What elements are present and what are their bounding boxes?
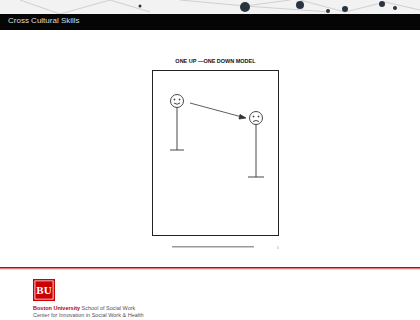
figure-base [170, 150, 184, 151]
slide-title: Cross Cultural Skills [8, 17, 80, 26]
university-name: Boston University [33, 305, 80, 311]
footer-rule-shadow [0, 269, 420, 271]
stick-figure-down [248, 112, 264, 178]
network-dot [240, 2, 250, 12]
network-line [345, 2, 385, 12]
network-line [300, 0, 345, 12]
network-line [180, 0, 245, 6]
network-dot [379, 1, 385, 7]
network-line [385, 2, 420, 10]
figure-eye [179, 99, 180, 100]
footer-rule [0, 267, 420, 269]
network-dot [326, 9, 330, 13]
network-line [20, 0, 60, 14]
network-line [60, 0, 110, 14]
figure-base [248, 177, 264, 178]
figure-frown [253, 121, 259, 122]
network-dot [393, 6, 397, 10]
network-dots [139, 1, 398, 13]
network-line [245, 6, 330, 12]
network-dot [342, 6, 348, 12]
arrow-shaft [190, 103, 242, 117]
network-dot [139, 5, 142, 8]
header-bar [0, 14, 420, 30]
logo-box: BU [33, 279, 55, 301]
network-lines [20, 0, 420, 14]
figure-smile [174, 103, 180, 104]
figure-head [250, 112, 263, 125]
figure-eye [253, 116, 254, 117]
network-dot [296, 1, 304, 9]
logo-text: BU [36, 285, 51, 296]
figure-head [171, 95, 184, 108]
network-line [110, 0, 150, 12]
header-strip [0, 0, 420, 14]
school-name: School of Social Work [82, 305, 136, 311]
page-mark [278, 246, 279, 249]
figure-eye [258, 116, 259, 117]
figure-frame [153, 71, 279, 236]
arrow-head [239, 115, 246, 120]
figure-heading: ONE UP —ONE DOWN MODEL [152, 58, 279, 64]
center-name: Center for Innovation in Social Work & H… [33, 312, 144, 318]
stick-figure-up [170, 95, 184, 151]
figure-body [177, 108, 178, 151]
dominance-arrow [190, 103, 246, 119]
figure-body [256, 125, 257, 178]
figure-eye [174, 99, 175, 100]
illegible-footer-text [172, 246, 254, 248]
network-line [245, 0, 290, 6]
